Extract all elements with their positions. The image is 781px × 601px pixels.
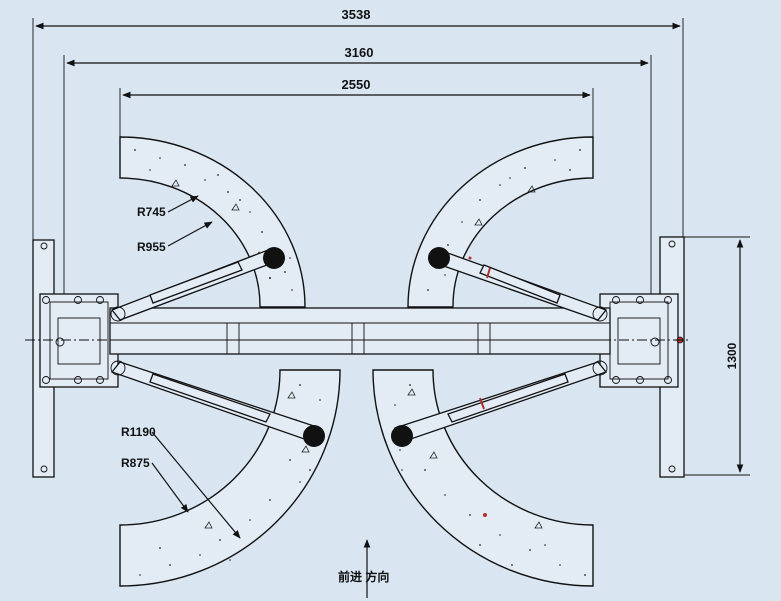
radius-leaders	[151, 195, 241, 539]
concrete-pads	[119, 136, 594, 587]
radius-r955: R955	[137, 240, 166, 254]
concrete-speckle	[134, 149, 586, 576]
radius-r875: R875	[121, 456, 150, 470]
radius-r745: R745	[137, 205, 166, 219]
arm-upper-left	[110, 247, 285, 322]
dim-2550: 2550	[342, 77, 371, 92]
dim-3538: 3538	[342, 7, 371, 22]
dim-3160: 3160	[345, 45, 374, 60]
left-column-base	[32, 239, 119, 478]
arm-lower-right	[391, 360, 608, 447]
pad-rebar-dots	[468, 256, 487, 517]
overhead-beam	[25, 307, 690, 355]
direction-label: 前进 方向	[338, 569, 389, 584]
dimension-lines	[32, 18, 750, 476]
right-column-base	[599, 236, 685, 478]
radius-r1190: R1190	[121, 425, 156, 439]
dim-1300: 1300	[725, 342, 739, 369]
lift-arms	[110, 247, 608, 447]
arm-lower-left	[110, 360, 325, 447]
arm-upper-right	[428, 247, 608, 322]
